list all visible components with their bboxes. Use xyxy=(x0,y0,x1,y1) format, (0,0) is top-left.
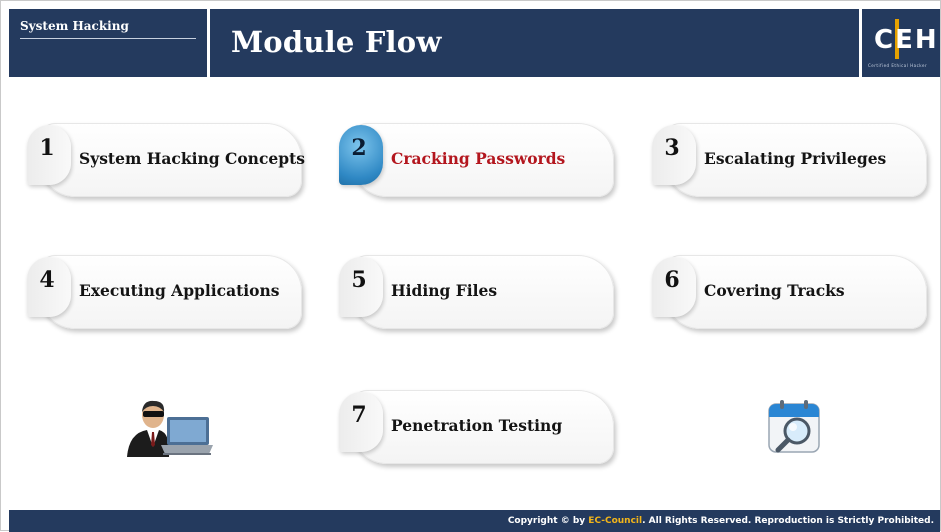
copyright-prefix: Copyright © by xyxy=(507,516,589,526)
module-label: Covering Tracks xyxy=(704,281,845,300)
number-badge: 1 xyxy=(27,125,71,185)
module-tile-7[interactable]: 7 Penetration Testing xyxy=(339,388,614,466)
footer-bar: Copyright © by EC-Council. All Rights Re… xyxy=(9,510,940,532)
header-section-panel: System Hacking xyxy=(9,9,210,77)
module-tile-2[interactable]: 2 Cracking Passwords xyxy=(339,121,614,199)
module-label: System Hacking Concepts xyxy=(79,149,305,168)
module-tile-4[interactable]: 4 Executing Applications xyxy=(27,253,302,331)
header-bar: System Hacking Module Flow CEH Certified… xyxy=(9,9,940,77)
tile-pill xyxy=(39,255,302,329)
search-calendar-icon xyxy=(768,400,820,453)
module-number: 4 xyxy=(39,267,55,293)
copyright-suffix: . All Rights Reserved. Reproduction is S… xyxy=(642,516,934,526)
module-tile-1[interactable]: 1 System Hacking Concepts xyxy=(27,121,305,199)
tile-pill xyxy=(664,123,927,197)
logo-letters: CEH xyxy=(874,25,939,55)
module-label: Penetration Testing xyxy=(391,416,563,435)
number-badge: 6 xyxy=(652,257,696,317)
page-title: Module Flow xyxy=(231,25,442,59)
module-label: Executing Applications xyxy=(79,281,280,300)
section-label: System Hacking xyxy=(20,19,129,33)
tile-pill xyxy=(351,390,614,464)
module-number: 3 xyxy=(664,135,680,161)
number-badge-active: 2 xyxy=(339,125,383,185)
ec-council-brand: EC-Council xyxy=(588,516,643,526)
module-number: 1 xyxy=(39,135,55,161)
ceh-logo: CEH Certified Ethical Hacker xyxy=(859,9,940,77)
number-badge: 7 xyxy=(339,392,383,452)
module-tile-3[interactable]: 3 Escalating Privileges xyxy=(652,121,927,199)
module-label: Escalating Privileges xyxy=(704,149,887,168)
module-number: 7 xyxy=(351,402,367,428)
hacker-laptop-icon xyxy=(127,400,213,457)
module-number: 5 xyxy=(351,267,367,293)
module-tile-5[interactable]: 5 Hiding Files xyxy=(339,253,614,331)
tile-pill xyxy=(351,123,614,197)
tile-pill xyxy=(664,255,927,329)
tile-pill xyxy=(39,123,302,197)
logo-accent-bar xyxy=(895,19,899,59)
module-label-active: Cracking Passwords xyxy=(391,149,566,168)
module-tile-6[interactable]: 6 Covering Tracks xyxy=(652,253,927,331)
module-number: 6 xyxy=(664,267,680,293)
module-label: Hiding Files xyxy=(391,281,498,300)
logo-subtext: Certified Ethical Hacker xyxy=(868,63,928,68)
number-badge: 5 xyxy=(339,257,383,317)
copyright-notice: Copyright © by EC-Council. All Rights Re… xyxy=(508,516,934,526)
module-number: 2 xyxy=(351,135,367,161)
section-underline xyxy=(20,38,196,39)
number-badge: 4 xyxy=(27,257,71,317)
number-badge: 3 xyxy=(652,125,696,185)
tile-pill xyxy=(351,255,614,329)
